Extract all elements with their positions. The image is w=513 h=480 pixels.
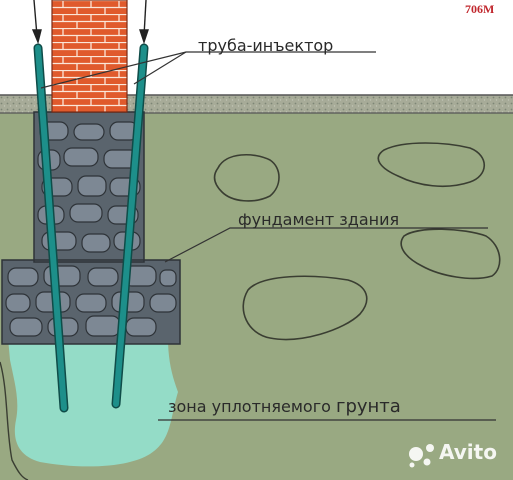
compaction-zone-label: зона уплотняемого грунта bbox=[168, 396, 401, 417]
ground-surface bbox=[0, 95, 513, 113]
brick-wall-outline bbox=[51, 0, 128, 113]
avito-watermark: Avito bbox=[406, 440, 497, 464]
avito-watermark-text: Avito bbox=[439, 440, 497, 464]
compaction-zone-label-main: зона уплотняемого bbox=[168, 397, 331, 416]
avito-logo-icon bbox=[409, 444, 434, 468]
brick-wall bbox=[52, 0, 127, 112]
injector-pipe-left-core bbox=[35, 45, 67, 411]
foundation-outline-footing bbox=[1, 259, 181, 345]
injection-arrow-right bbox=[139, 0, 149, 45]
pebble bbox=[400, 228, 501, 280]
pipe-leader-lines bbox=[40, 51, 376, 89]
foundation-leader-line bbox=[164, 227, 488, 263]
pebble bbox=[213, 153, 280, 202]
injector-pipe-label: труба-инъектор bbox=[198, 36, 334, 55]
injection-arrow-left bbox=[31, 0, 42, 45]
image-code-label: 706M bbox=[465, 2, 495, 16]
injector-pipe-right-core bbox=[113, 45, 147, 407]
pebble bbox=[242, 275, 368, 341]
pebble bbox=[377, 142, 486, 188]
soil-crack bbox=[0, 361, 29, 480]
compaction-zone bbox=[8, 338, 178, 467]
foundation-label: фундамент здания bbox=[238, 210, 400, 229]
compaction-zone-label-last: грунта bbox=[336, 396, 401, 417]
